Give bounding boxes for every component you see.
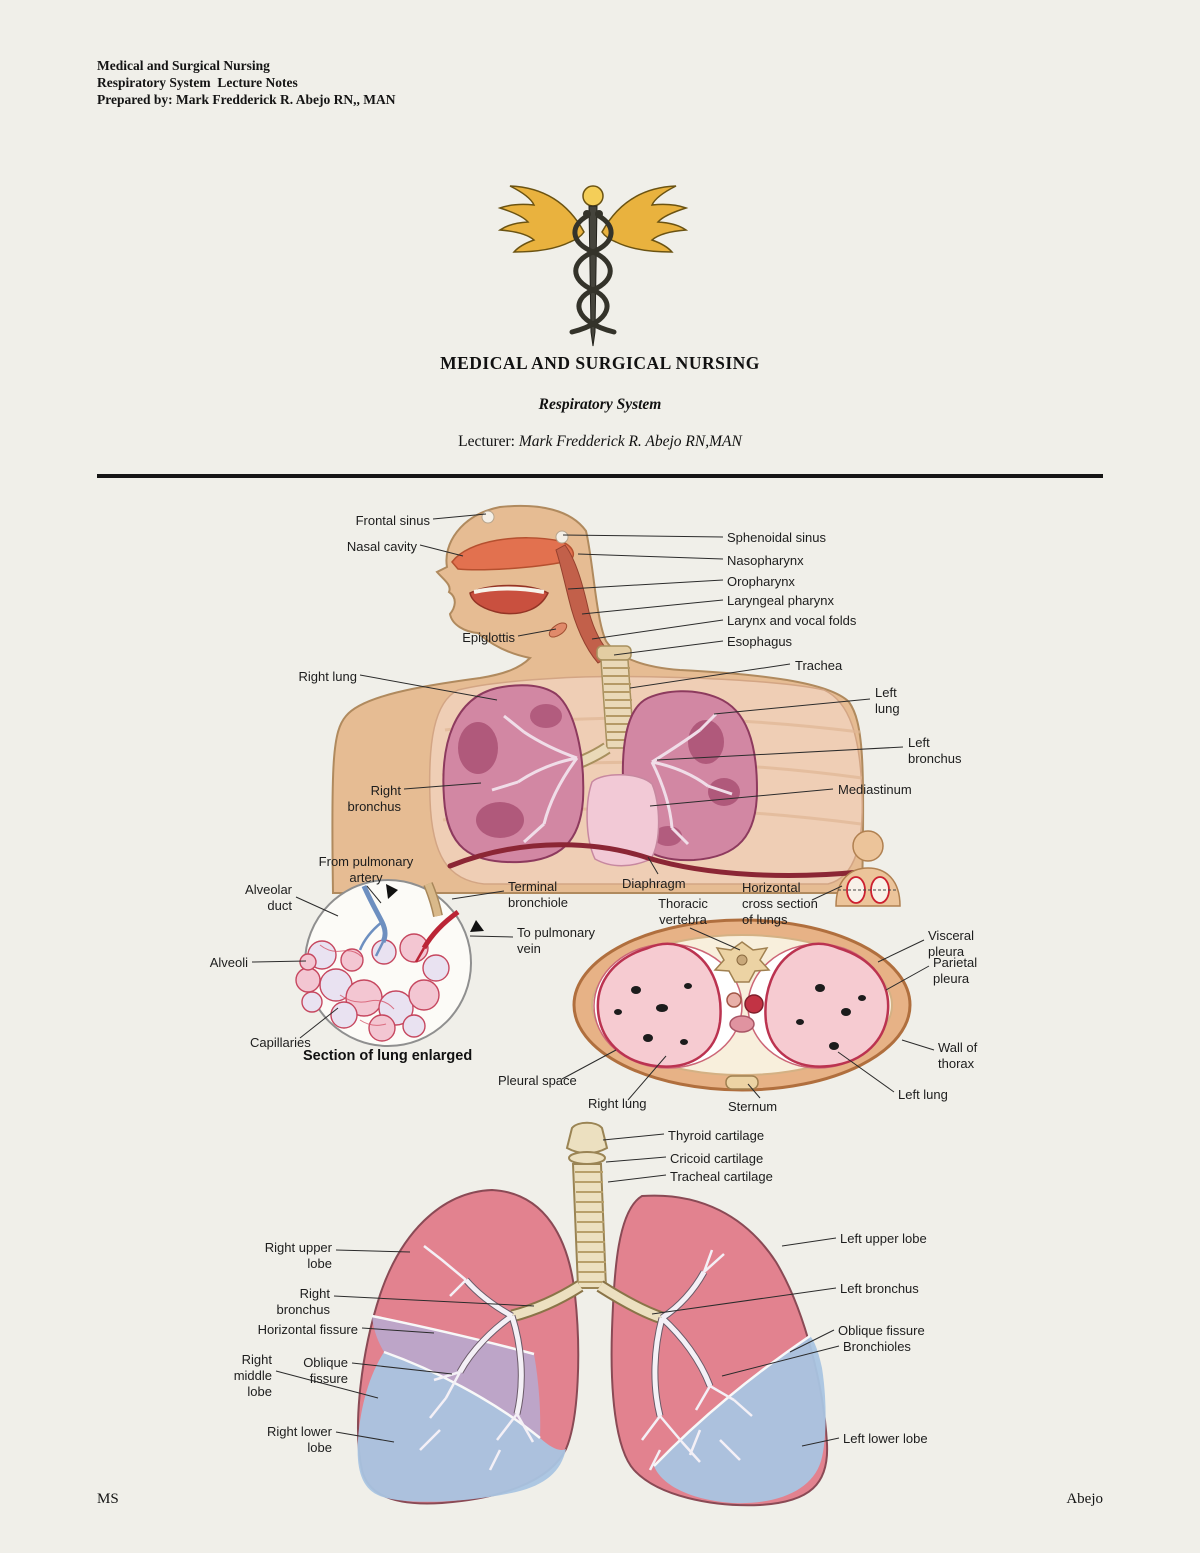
figure-caption: Section of lung enlarged — [303, 1048, 473, 1064]
label-capillaries: Capillaries — [250, 1035, 311, 1050]
label-cricoid-cartilage: Cricoid cartilage — [670, 1151, 764, 1166]
label-right-upper-lobe: Right upper lobe — [264, 1240, 332, 1271]
caduceus-icon — [497, 185, 689, 347]
label-larynx-vocal-folds: Larynx and vocal folds — [727, 613, 857, 628]
label-right-bronchus-tree: Right bronchus — [276, 1286, 330, 1317]
label-frontal-sinus: Frontal sinus — [355, 513, 430, 528]
label-right-lung: Right lung — [298, 669, 357, 684]
label-alveoli: Alveoli — [209, 955, 248, 970]
label-terminal-bronchiole: Terminal bronchiole — [508, 879, 568, 910]
lung-section-figure — [295, 879, 484, 1047]
page-title: MEDICAL AND SURGICAL NURSING — [440, 353, 760, 373]
bronchial-tree-figure — [357, 1121, 829, 1507]
label-oblique-fissure-left: Oblique fissure — [838, 1323, 925, 1338]
label-thoracic-vertebra: Thoracic vertebra — [658, 896, 708, 927]
header-line-1: Medical and Surgical Nursing — [97, 58, 270, 73]
label-right-middle-lobe: Right middle lobe — [233, 1352, 272, 1399]
label-mediastinum: Mediastinum — [838, 782, 912, 797]
label-bronchioles: Bronchioles — [843, 1339, 911, 1354]
label-epiglottis: Epiglottis — [462, 630, 515, 645]
label-pleural-space: Pleural space — [498, 1073, 577, 1088]
label-alveolar-duct: Alveolar duct — [245, 882, 292, 913]
label-to-pulmonary-vein: To pulmonary vein — [517, 925, 596, 956]
cross-section-figure — [572, 830, 912, 1092]
respiratory-overview-figure — [331, 504, 865, 894]
label-left-upper-lobe: Left upper lobe — [840, 1231, 927, 1246]
label-left-lower-lobe: Left lower lobe — [843, 1431, 928, 1446]
label-left-lung-cross: Left lung — [898, 1087, 948, 1102]
label-wall-of-thorax: Wall of thorax — [938, 1040, 978, 1071]
footer-right: Abejo — [1066, 1491, 1103, 1507]
header-line-3: Prepared by: Mark Fredderick R. Abejo RN… — [97, 92, 396, 107]
label-right-lung-cross: Right lung — [588, 1096, 647, 1111]
label-tracheal-cartilage: Tracheal cartilage — [670, 1169, 773, 1184]
label-trachea: Trachea — [795, 658, 843, 673]
label-nasal-cavity: Nasal cavity — [346, 539, 417, 554]
lecturer-line: Lecturer: Mark Fredderick R. Abejo RN,MA… — [0, 433, 1200, 451]
label-visceral-pleura: Visceral pleura — [928, 928, 975, 959]
section-divider — [97, 474, 1103, 478]
label-thyroid-cartilage: Thyroid cartilage — [668, 1128, 765, 1143]
leader-lines — [251, 513, 935, 1447]
label-horizontal-cross-section: Horizontal cross section of lungs — [742, 880, 818, 927]
lecturer-label: Lecturer: — [458, 433, 515, 450]
footer-left: MS — [97, 1491, 119, 1507]
page-subtitle: Respiratory System — [538, 396, 662, 413]
label-left-bronchus-tree: Left bronchus — [840, 1281, 919, 1296]
label-left-lung: Left lung — [875, 685, 900, 716]
label-esophagus: Esophagus — [727, 634, 793, 649]
label-oropharynx: Oropharynx — [727, 574, 795, 589]
label-laryngeal-pharynx: Laryngeal pharynx — [727, 593, 834, 608]
lecturer-name: Mark Fredderick R. Abejo RN,MAN — [518, 433, 742, 450]
label-nasopharynx: Nasopharynx — [727, 553, 804, 568]
label-horizontal-fissure: Horizontal fissure — [257, 1322, 358, 1337]
label-sphenoidal-sinus: Sphenoidal sinus — [727, 530, 827, 545]
label-right-bronchus: Right bronchus — [347, 783, 401, 814]
label-parietal-pleura: Parietal pleura — [933, 955, 978, 986]
label-right-lower-lobe: Right lower lobe — [266, 1424, 332, 1455]
label-sternum: Sternum — [728, 1099, 778, 1114]
header-line-2: Respiratory System Lecture Notes — [97, 75, 298, 90]
label-oblique-fissure-right: Oblique fissure — [303, 1355, 348, 1386]
label-diaphragm: Diaphragm — [622, 876, 686, 891]
label-left-bronchus: Left bronchus — [908, 735, 962, 766]
label-from-pulmonary-artery: From pulmonary artery — [318, 854, 414, 885]
